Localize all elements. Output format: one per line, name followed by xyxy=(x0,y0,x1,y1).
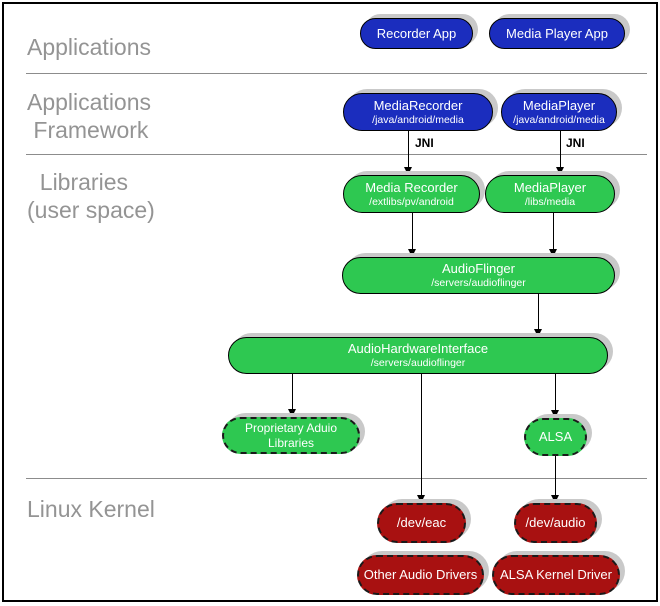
jni-label-right: JNI xyxy=(566,136,585,150)
node-mediaplayer-framework: MediaPlayer /java/android/media xyxy=(501,93,617,131)
node-title: /dev/eac xyxy=(396,515,447,531)
arrowhead-icon xyxy=(551,410,559,418)
node-mediarecorder-framework: MediaRecorder /java/android/media xyxy=(343,93,493,131)
node-title: MediaPlayer xyxy=(522,97,596,113)
divider-framework-libraries xyxy=(26,154,647,155)
framework-label-line1: Applications xyxy=(27,89,152,115)
node-alsa: ALSA xyxy=(524,418,587,456)
node-dev-audio: /dev/audio xyxy=(514,503,597,543)
node-title: ALSA Kernel Driver xyxy=(500,567,612,583)
node-title: Media Recorder xyxy=(365,179,458,195)
node-title: AudioHardwareInterface xyxy=(347,341,489,357)
node-subtitle: /libs/media xyxy=(524,195,576,208)
connector-alsa-devaudio xyxy=(555,456,556,495)
divider-applications-framework xyxy=(26,73,647,74)
arrowhead-icon xyxy=(408,249,416,257)
node-title: /dev/audio xyxy=(525,515,586,531)
node-title: MediaPlayer xyxy=(513,179,587,195)
node-subtitle: /java/android/media xyxy=(513,113,605,126)
node-subtitle: /servers/audioflinger xyxy=(370,357,466,369)
connector-mediarecorder-audioflinger xyxy=(412,213,413,249)
section-label-applications-framework: Applications Framework xyxy=(27,88,151,144)
node-audioflinger: AudioFlinger /servers/audioflinger xyxy=(342,257,615,294)
connector-mediarecorder-jni xyxy=(408,130,409,167)
node-title: MediaRecorder xyxy=(373,97,463,113)
node-subtitle: /extlibs/pv/android xyxy=(369,195,454,208)
node-title: Recorder App xyxy=(376,25,457,41)
node-dev-eac: /dev/eac xyxy=(377,503,466,543)
node-alsa-kernel-driver: ALSA Kernel Driver xyxy=(492,555,620,595)
framework-label-line2: Framework xyxy=(27,117,149,143)
arrowhead-icon xyxy=(404,167,412,175)
connector-mediaplayer-jni xyxy=(560,130,561,167)
connector-ahi-deveac xyxy=(421,374,422,495)
node-title: Other Audio Drivers xyxy=(363,567,478,583)
section-label-linux-kernel: Linux Kernel xyxy=(27,496,155,522)
libraries-label-line1: Libraries xyxy=(27,169,128,195)
section-label-applications: Applications xyxy=(27,34,152,60)
node-media-recorder-lib: Media Recorder /extlibs/pv/android xyxy=(343,175,480,213)
node-title: ALSA xyxy=(538,429,573,445)
node-title: Media Player App xyxy=(506,25,608,41)
connector-ahi-alsa xyxy=(555,374,556,410)
node-media-player-app: Media Player App xyxy=(489,18,625,49)
node-subtitle: /servers/audioflinger xyxy=(431,277,526,289)
arrowhead-icon xyxy=(556,167,564,175)
divider-libraries-kernel xyxy=(26,478,647,479)
arrowhead-icon xyxy=(288,409,296,417)
node-proprietary-audio-libraries: Proprietary Aduio Libraries xyxy=(222,417,360,454)
arrowhead-icon xyxy=(549,249,557,257)
node-subtitle: /java/android/media xyxy=(372,113,464,126)
jni-label-left: JNI xyxy=(415,136,434,150)
libraries-label-line2: (user space) xyxy=(27,197,155,223)
connector-audioflinger-ahi xyxy=(538,294,539,329)
arrowhead-icon xyxy=(534,329,542,337)
arrowhead-icon xyxy=(417,495,425,503)
node-title: AudioFlinger xyxy=(442,261,515,277)
node-title: Proprietary Aduio Libraries xyxy=(244,420,338,450)
connector-mediaplayer-audioflinger xyxy=(553,213,554,249)
node-other-audio-drivers: Other Audio Drivers xyxy=(357,555,484,595)
node-recorder-app: Recorder App xyxy=(360,18,473,49)
connector-ahi-proprietary xyxy=(292,374,293,409)
section-label-libraries: Libraries(user space) xyxy=(27,168,155,224)
node-audio-hardware-interface: AudioHardwareInterface /servers/audiofli… xyxy=(228,337,608,374)
node-mediaplayer-lib: MediaPlayer /libs/media xyxy=(485,175,615,213)
arrowhead-icon xyxy=(551,495,559,503)
